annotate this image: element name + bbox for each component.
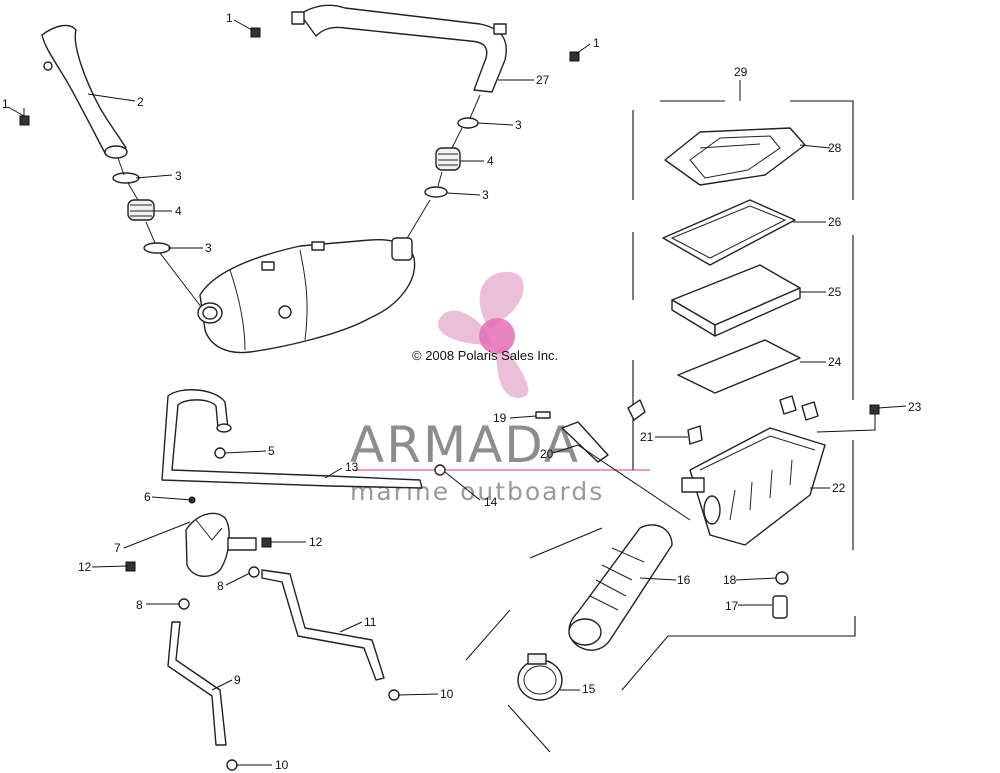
bolt-1a-icon — [19, 108, 30, 126]
airbox-lid-28 — [664, 127, 806, 186]
coupler-4b — [435, 147, 461, 171]
callout-3: 3 — [175, 169, 182, 183]
copyright-text: © 2008 Polaris Sales Inc. — [412, 348, 558, 363]
resonator-body — [197, 237, 416, 354]
clamp-14 — [434, 464, 446, 476]
air-box-frame — [632, 100, 856, 637]
clamp-3a — [112, 172, 140, 184]
clamp-8a — [178, 598, 190, 610]
bolt-1c-icon — [569, 51, 580, 62]
clamp-15 — [517, 653, 563, 701]
callout-15: 15 — [582, 682, 596, 696]
callout-14: 14 — [484, 495, 498, 509]
callout-12: 12 — [78, 560, 92, 574]
callout-1: 1 — [226, 11, 233, 25]
callout-22: 22 — [832, 481, 846, 495]
callout-7: 7 — [114, 541, 121, 555]
clamp-3c — [457, 117, 479, 129]
callout-19: 19 — [493, 411, 507, 425]
gasket-26 — [662, 199, 796, 266]
clips-21 — [627, 395, 819, 445]
clamp-18 — [775, 571, 789, 585]
callout-26: 26 — [828, 215, 842, 229]
callout-13: 13 — [345, 460, 359, 474]
bolt-1b-icon — [250, 27, 261, 38]
clamp-5 — [214, 447, 226, 459]
leader-lines — [7, 19, 907, 766]
clamp-3d — [424, 186, 448, 198]
callout-18: 18 — [723, 573, 737, 587]
bolt-12a-icon — [261, 537, 272, 548]
coupler-4a — [127, 199, 155, 221]
callout-11: 11 — [364, 615, 377, 629]
callout-5: 5 — [268, 444, 275, 458]
callout-1: 1 — [2, 97, 9, 111]
callout-1: 1 — [593, 36, 600, 50]
screen-24 — [677, 339, 801, 394]
callout-3: 3 — [205, 241, 212, 255]
duct-16 — [568, 524, 673, 651]
callout-4: 4 — [175, 204, 182, 218]
callout-27: 27 — [536, 73, 550, 87]
callout-16: 16 — [677, 573, 691, 587]
filter-25 — [671, 264, 801, 337]
callout-21: 21 — [640, 430, 654, 444]
plug-17 — [772, 595, 788, 619]
propeller-logo — [438, 271, 529, 399]
crossover-tube-27 — [291, 4, 507, 93]
watermark-brand: ARMADA — [350, 416, 580, 474]
valve-7 — [185, 496, 257, 577]
callout-12: 12 — [309, 535, 323, 549]
callout-labels: 1 1 1 2 3 3 3 3 4 4 5 6 7 8 8 9 10 10 11… — [2, 11, 922, 772]
callout-3: 3 — [515, 118, 522, 132]
callout-4: 4 — [487, 154, 494, 168]
clamp-3b — [143, 242, 171, 254]
callout-10: 10 — [440, 687, 454, 701]
callout-20: 20 — [540, 447, 554, 461]
callout-17: 17 — [725, 599, 739, 613]
bolt-19-icon — [535, 411, 551, 419]
clamp-10a — [388, 689, 400, 701]
callout-28: 28 — [828, 141, 842, 155]
clamp-8b — [248, 566, 260, 578]
callout-29: 29 — [734, 65, 748, 79]
callout-9: 9 — [234, 673, 241, 687]
hose-9 — [167, 621, 227, 746]
hose-11 — [261, 569, 385, 681]
callout-8: 8 — [136, 598, 143, 612]
callout-3: 3 — [482, 188, 489, 202]
hose-13 — [161, 389, 423, 489]
callout-24: 24 — [828, 355, 842, 369]
callout-2: 2 — [137, 95, 144, 109]
callout-6: 6 — [144, 490, 151, 504]
airbox-base-22 — [681, 427, 826, 546]
intake-tube-left — [41, 24, 128, 159]
clamp-10b — [226, 759, 238, 771]
callout-8: 8 — [217, 579, 224, 593]
callout-10: 10 — [275, 758, 289, 772]
callout-25: 25 — [828, 285, 842, 299]
callout-23: 23 — [908, 400, 922, 414]
bolt-23-icon — [869, 404, 880, 415]
